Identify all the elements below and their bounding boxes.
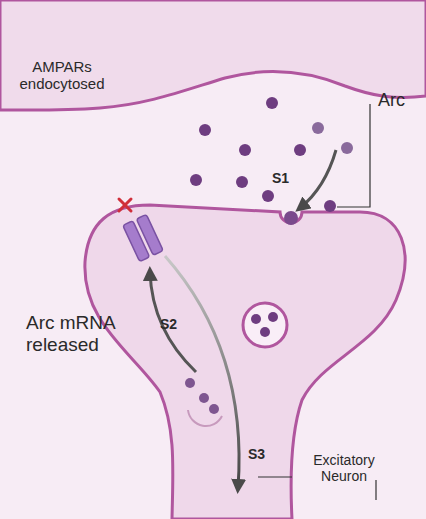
leader-line: [337, 104, 370, 207]
block-x: [119, 199, 131, 211]
callout-label: Excitatory Neuron: [296, 452, 392, 484]
step-number: S3: [248, 446, 274, 462]
ampar-receptor: [123, 214, 163, 261]
vesicle: [243, 303, 287, 347]
leader-line: [375, 480, 376, 500]
vesicle-dots: [251, 312, 278, 337]
callout-label: AMPARs endocytosed: [6, 58, 118, 93]
dendritic-spine: [85, 205, 405, 519]
leader-line: [258, 476, 292, 477]
arc-dots: [190, 97, 353, 212]
arrow-s1: [300, 150, 336, 208]
arrow-s3: [165, 256, 239, 488]
mrna-dots: [185, 378, 219, 414]
callout-label: Arc: [378, 90, 422, 111]
step-number: S1: [272, 170, 296, 186]
arc-dot: [284, 211, 298, 225]
step-number: S2: [160, 316, 186, 332]
presynaptic-terminal: [0, 0, 426, 110]
callout-label: Arc mRNA released: [26, 312, 146, 356]
